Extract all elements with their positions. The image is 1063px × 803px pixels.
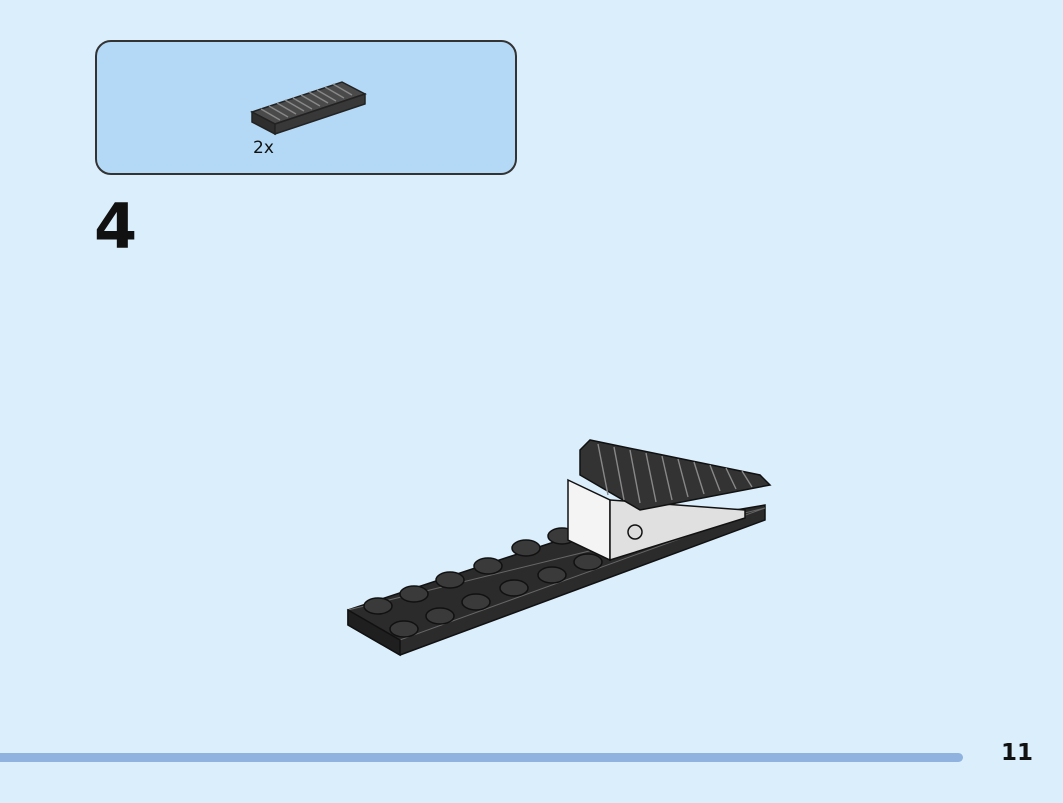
footer-progress-bar <box>0 753 963 762</box>
assembled-model-icon <box>346 439 772 657</box>
step-number: 4 <box>94 190 138 263</box>
part-quantity: 2x <box>253 138 274 158</box>
page-number: 11 <box>1001 740 1034 766</box>
parts-callout: 2x <box>95 40 517 175</box>
gear-rack-icon <box>250 81 367 136</box>
